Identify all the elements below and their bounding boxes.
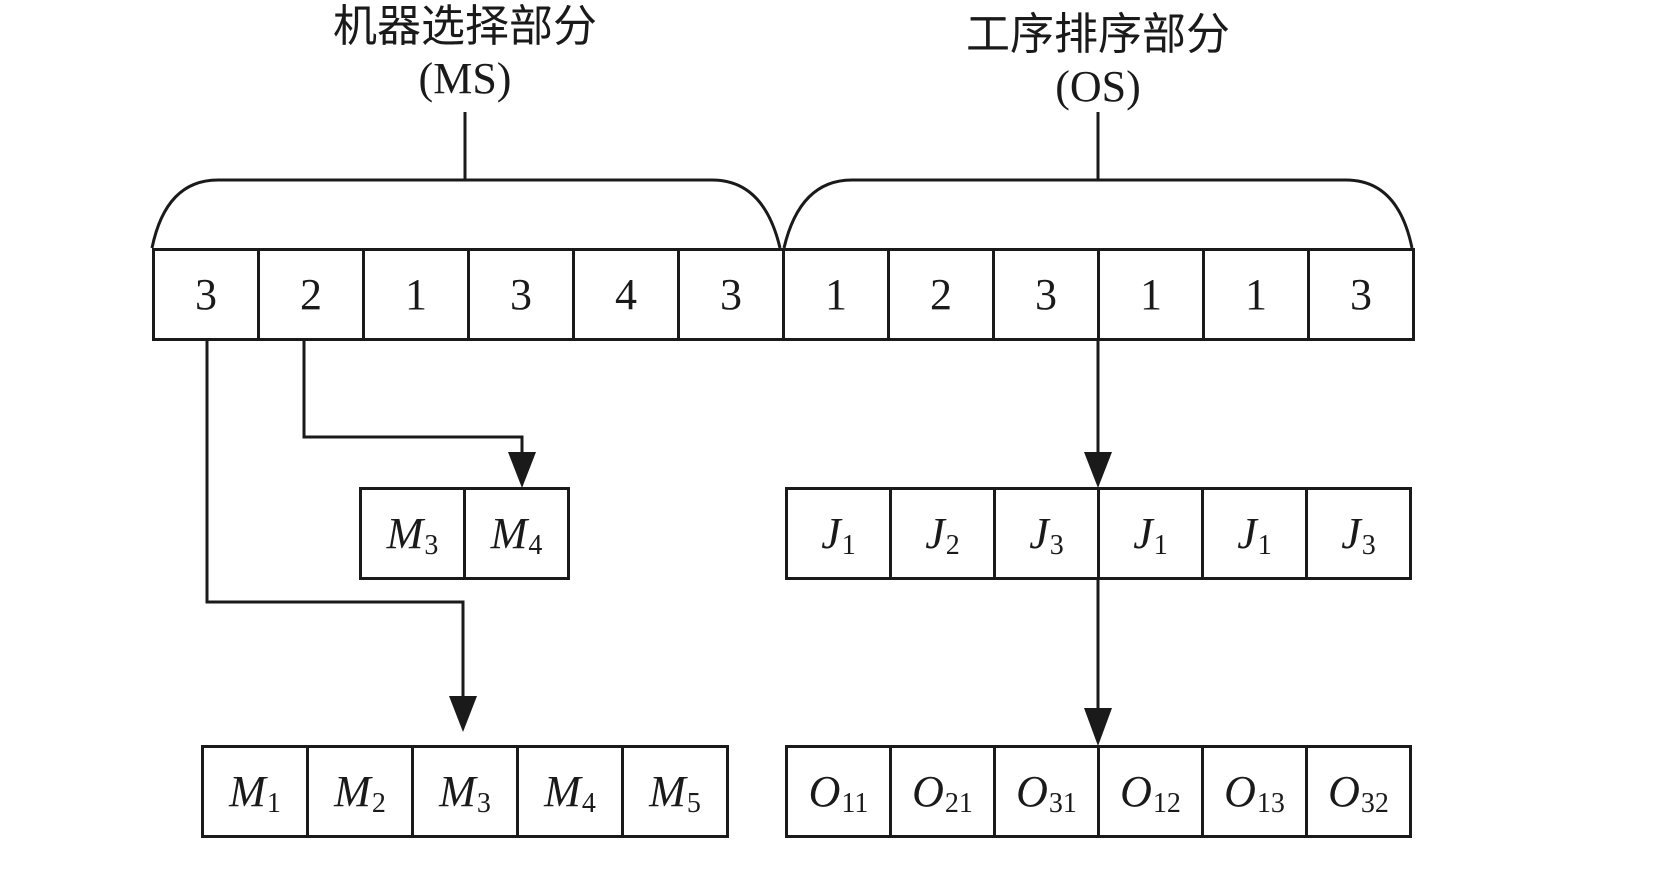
operation-cell-subscript: 32: [1360, 787, 1389, 819]
arrowhead-os: [1084, 452, 1112, 488]
operation-cell-symbol: O: [1328, 767, 1360, 816]
ms-gene-cell-3: 1: [362, 248, 470, 341]
machine-set-b-cell-subscript: 1: [266, 787, 281, 819]
os-title: 工序排序部分: [966, 10, 1230, 59]
operation-cell-symbol: O: [1120, 767, 1152, 816]
machine-set-a-cell-subscript: 4: [528, 529, 543, 561]
job-cell-symbol: J: [1341, 509, 1361, 558]
ms-gene-cell-6: 3: [677, 248, 785, 341]
ms-gene-cell-1: 3: [152, 248, 260, 341]
os-brace: [782, 178, 1414, 249]
ms-abbr: (MS): [418, 54, 512, 103]
job-cell-subscript: 1: [1153, 529, 1168, 561]
operation-cell-symbol: O: [808, 767, 841, 816]
job-cell-subscript: 1: [841, 529, 856, 561]
job-cell-symbol: J: [1133, 509, 1153, 558]
machine-set-b-cell-symbol: M: [649, 767, 686, 816]
machine-set-b-cell-symbol: M: [229, 767, 266, 816]
job-cell-symbol: J: [925, 509, 945, 558]
operation-cell-symbol: O: [1016, 767, 1048, 816]
operation-cell-symbol: O: [1224, 767, 1256, 816]
ms-gene-cell-4: 3: [467, 248, 575, 341]
machine-set-b-cell-subscript: 5: [686, 787, 701, 819]
job-cell-subscript: 3: [1049, 529, 1064, 561]
machine-set-a-cell-subscript: 3: [424, 529, 439, 561]
ms-brace: [150, 178, 782, 249]
machine-set-a-cell-symbol: M: [490, 509, 528, 558]
machine-set-a-cell-symbol: M: [386, 509, 424, 558]
operation-cell-subscript: 31: [1048, 787, 1077, 819]
machine-set-b-cell-symbol: M: [334, 767, 371, 816]
job-cell-symbol: J: [1237, 509, 1257, 558]
machine-set-b-cell-subscript: 4: [581, 787, 596, 819]
arrowhead-gene1: [449, 696, 477, 732]
machine-set-b-cell-symbol: M: [544, 767, 581, 816]
job-cell-symbol: J: [821, 509, 841, 558]
job-cell-subscript: 1: [1257, 529, 1272, 561]
operation-cell-subscript: 21: [944, 787, 973, 819]
ms-gene-cell-2: 2: [257, 248, 365, 341]
machine-set-b-cell-subscript: 3: [476, 787, 491, 819]
os-gene-cell-2: 2: [887, 248, 995, 341]
arrowhead-gene2: [508, 452, 536, 488]
operation-cell-subscript: 11: [841, 787, 869, 819]
os-gene-cell-4: 1: [1097, 248, 1205, 341]
os-gene-cell-5: 1: [1202, 248, 1310, 341]
os-gene-cell-1: 1: [782, 248, 890, 341]
machine-set-b-cell-symbol: M: [439, 767, 476, 816]
os-gene-cell-3: 3: [992, 248, 1100, 341]
arrowhead-jobs: [1084, 708, 1112, 746]
os-gene-cell-6: 3: [1307, 248, 1415, 341]
operation-cell-subscript: 12: [1152, 787, 1181, 819]
operation-cell-symbol: O: [912, 767, 944, 816]
operation-cell-subscript: 13: [1256, 787, 1285, 819]
job-cell-symbol: J: [1029, 509, 1049, 558]
job-cell-subscript: 3: [1361, 529, 1376, 561]
ms-gene-cell-5: 4: [572, 248, 680, 341]
ms-title: 机器选择部分: [333, 2, 597, 51]
arrow-gene1-to-m3: [205, 340, 465, 704]
arrow-gene2-to-m4: [302, 340, 524, 460]
machine-set-b-cell-subscript: 2: [371, 787, 386, 819]
os-abbr: (OS): [1055, 62, 1141, 111]
job-cell-subscript: 2: [945, 529, 960, 561]
